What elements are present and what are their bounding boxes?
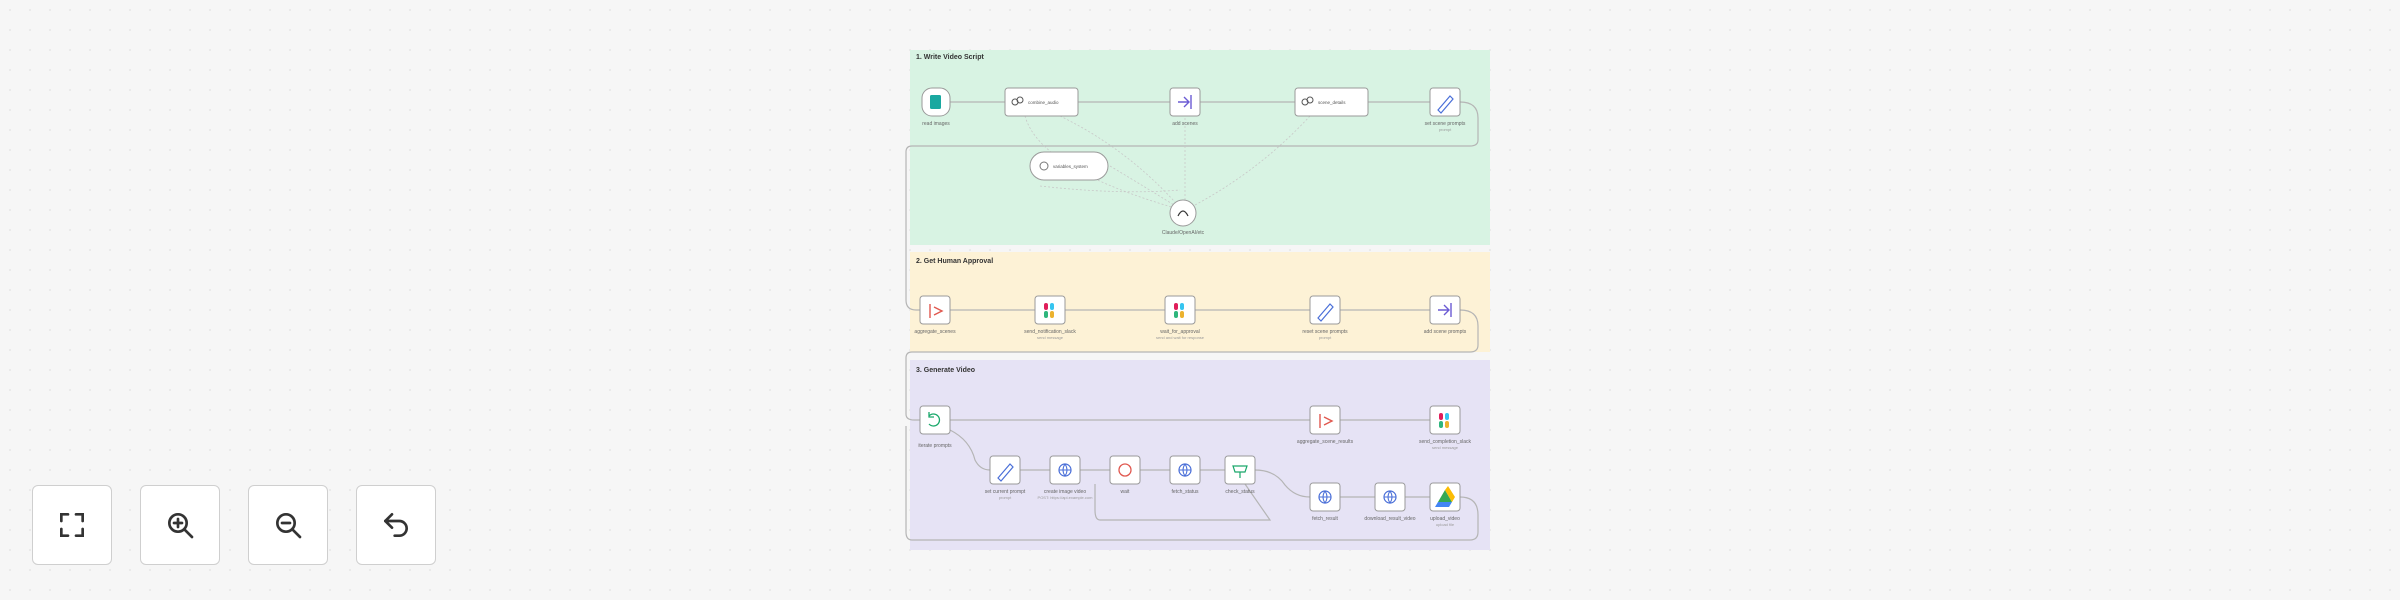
node-download-result-video[interactable]: download_result_video <box>1364 482 1416 522</box>
node-wait[interactable]: wait <box>1109 455 1141 495</box>
undo-button[interactable] <box>356 485 436 565</box>
group-get-human-approval: 2. Get Human Approval <box>910 252 1490 352</box>
node-label: scene_details <box>1318 100 1346 105</box>
globe-icon <box>1058 463 1072 477</box>
zoom-in-icon <box>168 513 194 539</box>
slack-icon <box>1439 413 1449 428</box>
google-drive-icon <box>1435 486 1455 507</box>
zoom-out-button[interactable] <box>248 485 328 565</box>
node-sub: prompt <box>1319 335 1332 340</box>
node-send-notification[interactable]: send_notification_slack send message <box>1024 295 1076 340</box>
variable-icon <box>1039 161 1049 171</box>
node-label: add scene prompts <box>1424 329 1467 335</box>
aggregate-icon <box>1319 414 1334 428</box>
pause-icon <box>1118 463 1132 477</box>
node-scene-details[interactable]: scene_details <box>1294 87 1369 117</box>
node-label: read images <box>922 121 950 127</box>
node-label: send_completion_slack <box>1419 439 1471 445</box>
node-label: aggregate_scenes <box>914 329 956 335</box>
node-label: check_status <box>1225 489 1255 495</box>
switch-icon <box>1232 465 1248 478</box>
node-create-image-video[interactable]: create image video POST: https://api.exa… <box>1038 455 1094 500</box>
node-sub: upload file <box>1436 522 1455 527</box>
node-iterate-prompts[interactable]: iterate prompts <box>918 405 952 449</box>
merge-icon <box>1178 95 1192 109</box>
node-label: fetch_result <box>1312 516 1338 522</box>
node-sub: prompt <box>999 495 1012 500</box>
node-label: send_notification_slack <box>1024 329 1076 335</box>
node-label: fetch_status <box>1172 489 1199 495</box>
node-set-scene-prompts[interactable]: set scene prompts prompt <box>1425 87 1466 132</box>
node-label: download_result_video <box>1364 516 1415 522</box>
node-label: wait <box>1121 489 1131 495</box>
node-label: set current prompt <box>985 489 1026 495</box>
node-label: aggregate_scene_results <box>1297 439 1354 445</box>
node-combine-audio[interactable]: combine_audio <box>1004 87 1079 117</box>
node-label: Claude/OpenAI/etc <box>1162 230 1205 236</box>
node-label: upload_video <box>1430 516 1460 522</box>
fit-view-button[interactable] <box>32 485 112 565</box>
edges <box>905 101 1479 541</box>
node-label: reset scene prompts <box>1302 329 1348 335</box>
fullscreen-icon <box>60 513 84 537</box>
node-label: set scene prompts <box>1425 121 1466 127</box>
ai-icon <box>1177 210 1189 217</box>
globe-icon <box>1318 490 1332 504</box>
node-aggregate-scenes[interactable]: aggregate_scenes <box>914 295 956 335</box>
pencil-icon <box>997 463 1014 482</box>
globe-icon <box>1383 490 1397 504</box>
node-sub: send message <box>1432 445 1459 450</box>
zoom-in-button[interactable] <box>140 485 220 565</box>
node-llm-model[interactable]: Claude/OpenAI/etc <box>1162 199 1205 236</box>
pencil-icon <box>1437 95 1454 114</box>
node-upload-video[interactable]: upload_video upload file <box>1429 482 1461 527</box>
node-aggregate-scene-results[interactable]: aggregate_scene_results <box>1297 405 1354 445</box>
group-title-get-human-approval: 2. Get Human Approval <box>916 258 993 265</box>
node-label: add scenes <box>1172 121 1198 127</box>
node-label: wait_for_approval <box>1160 329 1199 335</box>
node-variables-system[interactable]: variables_system <box>1029 151 1109 181</box>
node-wait-for-approval[interactable]: wait_for_approval send and wait for resp… <box>1156 295 1205 340</box>
node-add-scenes[interactable]: add scenes <box>1169 87 1201 127</box>
node-set-current-prompt[interactable]: set current prompt prompt <box>985 455 1026 500</box>
node-label: variables_system <box>1053 164 1088 169</box>
globe-icon <box>1178 463 1192 477</box>
node-send-completion-slack[interactable]: send_completion_slack send message <box>1419 405 1471 450</box>
node-sub: prompt <box>1439 127 1452 132</box>
slack-icon <box>1044 303 1054 318</box>
document-icon <box>930 95 941 109</box>
group-title-write-video-script: 1. Write Video Script <box>916 54 984 61</box>
node-reset-scene-prompts[interactable]: reset scene prompts prompt <box>1302 295 1348 340</box>
node-label: create image video <box>1044 489 1086 495</box>
node-sub: POST: https://api.example.com <box>1038 495 1094 500</box>
node-sub: send message <box>1037 335 1064 340</box>
link-icon <box>1301 96 1314 106</box>
undo-icon <box>384 513 408 537</box>
link-icon <box>1011 96 1024 106</box>
node-add-scene-prompts[interactable]: add scene prompts <box>1424 295 1467 335</box>
node-label: combine_audio <box>1028 100 1059 105</box>
node-fetch-status[interactable]: fetch_status <box>1169 455 1201 495</box>
aggregate-icon <box>929 304 944 318</box>
node-check-status[interactable]: check_status <box>1224 455 1256 495</box>
group-title-generate-video: 3. Generate Video <box>916 367 975 374</box>
node-read-images[interactable]: read images <box>921 87 951 127</box>
slack-icon <box>1174 303 1184 318</box>
group-write-video-script: 1. Write Video Script <box>910 50 1490 245</box>
loop-icon <box>928 412 941 427</box>
pencil-icon <box>1317 303 1334 322</box>
node-fetch-result[interactable]: fetch_result <box>1309 482 1341 522</box>
node-label: iterate prompts <box>918 443 952 449</box>
zoom-out-icon <box>276 513 302 539</box>
group-generate-video: 3. Generate Video <box>910 360 1490 550</box>
node-sub: send and wait for response <box>1156 335 1205 340</box>
merge-icon <box>1438 303 1452 317</box>
